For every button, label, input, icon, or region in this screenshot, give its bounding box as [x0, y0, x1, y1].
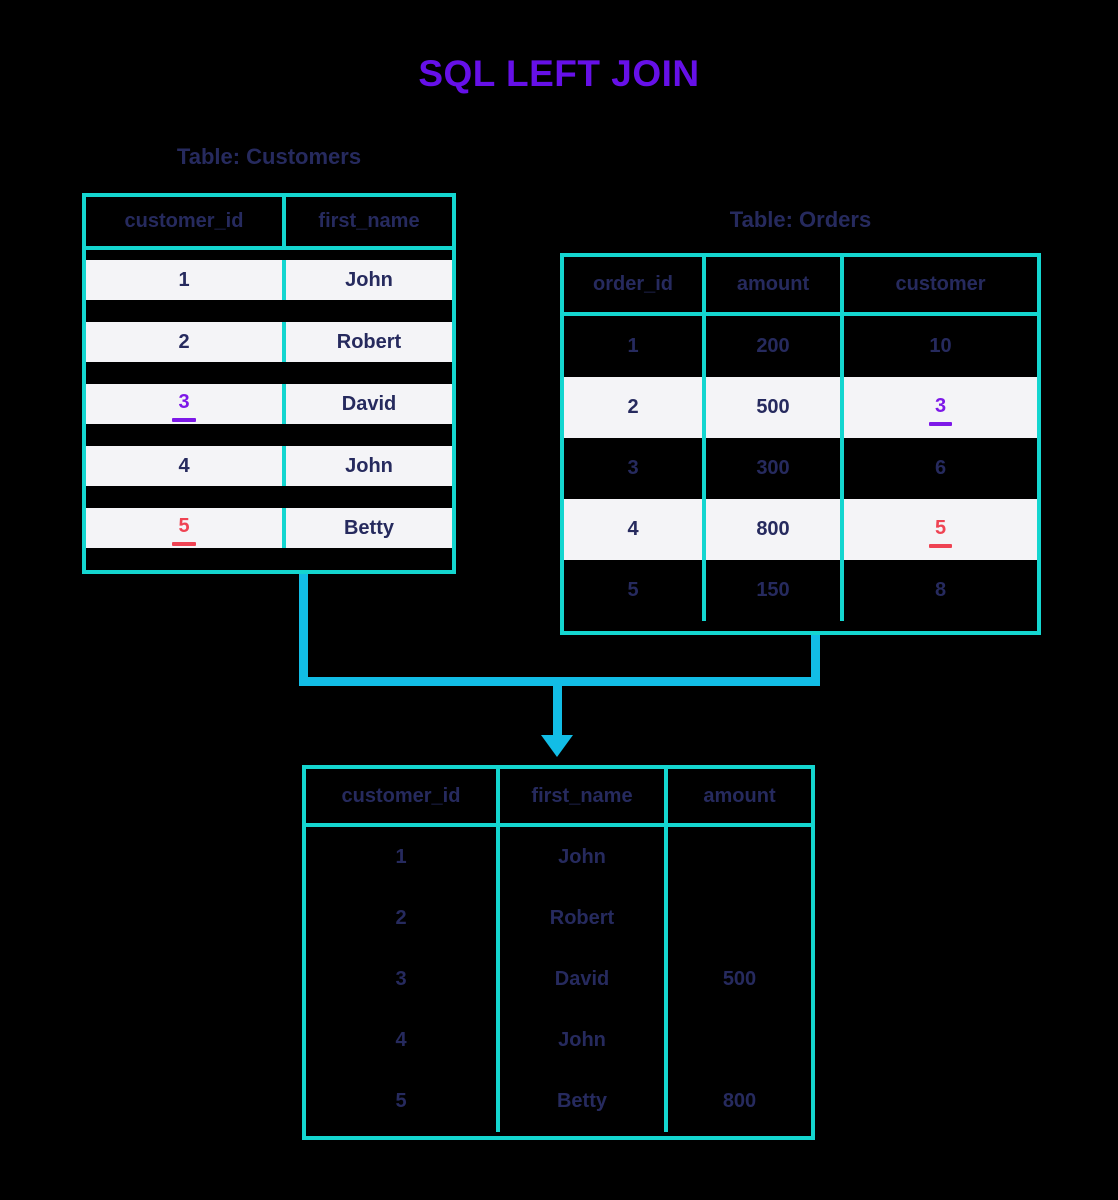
connector-line-customers-horizontal [299, 677, 561, 686]
result-table: customer_id first_name amount 1 John 2 R… [302, 765, 815, 1140]
orders-table: order_id amount customer 1 200 10 2 500 … [560, 253, 1041, 635]
table-header-row: customer_id first_name amount [306, 769, 811, 827]
cell-first-name: John [500, 1010, 668, 1071]
column-header-customer-id: customer_id [306, 769, 500, 823]
cell-customer-id: 5 [306, 1071, 500, 1132]
cell-amount: 800 [722, 1090, 757, 1112]
cell-customer: 5 [844, 499, 1037, 560]
column-header-amount: amount [703, 784, 776, 807]
cell-customer-id: 4 [86, 446, 286, 486]
orders-table-caption: Table: Orders [729, 207, 872, 232]
arrow-down-icon [541, 735, 573, 757]
cell-customer-id: 3 [306, 949, 500, 1010]
table-header-row: customer_id first_name [86, 197, 452, 250]
cell-order-id: 2 [564, 377, 706, 438]
cell-order-id: 5 [564, 560, 706, 621]
connector-line-orders-horizontal [553, 677, 820, 686]
cell-first-name: David [500, 949, 668, 1010]
table-row: 1 200 10 [564, 316, 1037, 377]
customers-table-body: 1 John 2 Robert 3 David 4 John 5 Betty [86, 250, 452, 570]
table-row: 2 Robert [86, 322, 452, 362]
cell-amount: 150 [706, 560, 844, 621]
cell-first-name: Robert [500, 888, 668, 949]
cell-customer: 6 [934, 457, 947, 479]
table-row: 4 800 5 [564, 499, 1037, 560]
column-header-customer: customer [895, 273, 986, 295]
cell-amount: 200 [706, 316, 844, 377]
cell-first-name: John [500, 827, 668, 888]
table-row: 2 500 3 [564, 377, 1037, 438]
highlighted-value: 3 [928, 395, 953, 426]
cell-customer: 3 [844, 377, 1037, 438]
cell-customer-id: 1 [86, 260, 286, 300]
table-row: 3 David 500 [306, 949, 811, 1010]
cell-order-id: 3 [564, 438, 706, 499]
cell-amount [668, 1010, 811, 1071]
column-header-first-name: first_name [500, 769, 668, 823]
cell-order-id: 1 [564, 316, 706, 377]
cell-first-name: Betty [286, 508, 452, 548]
cell-customer-id: 3 [86, 384, 286, 424]
highlighted-value: 3 [172, 391, 196, 422]
cell-amount: 300 [706, 438, 844, 499]
table-row: 3 David [86, 384, 452, 424]
table-row: 1 John [306, 827, 811, 888]
column-header-customer-id: customer_id [86, 197, 286, 246]
cell-first-name: Betty [500, 1071, 668, 1132]
cell-first-name: Robert [286, 322, 452, 362]
cell-customer-id: 5 [86, 508, 286, 548]
table-row: 5 Betty [86, 508, 452, 548]
cell-amount [668, 888, 811, 949]
connector-line-join-stem [553, 677, 562, 738]
table-row: 4 John [306, 1010, 811, 1071]
cell-customer: 8 [934, 579, 947, 601]
table-row: 5 150 8 [564, 560, 1037, 621]
column-header-order-id: order_id [564, 257, 706, 312]
table-row: 4 John [86, 446, 452, 486]
customers-table-caption: Table: Customers [176, 144, 362, 169]
cell-customer-id: 4 [306, 1010, 500, 1071]
cell-amount: 500 [722, 968, 757, 990]
table-row: 1 John [86, 260, 452, 300]
table-header-row: order_id amount customer [564, 257, 1037, 316]
connector-line-orders-vertical [811, 635, 820, 686]
cell-customer: 10 [929, 335, 952, 357]
cell-customer-id: 1 [306, 827, 500, 888]
highlighted-value: 5 [928, 517, 953, 548]
column-header-amount: amount [706, 257, 844, 312]
table-row: 3 300 6 [564, 438, 1037, 499]
cell-amount [668, 827, 811, 888]
cell-first-name: John [286, 446, 452, 486]
cell-customer-id: 2 [86, 322, 286, 362]
cell-amount: 800 [706, 499, 844, 560]
cell-customer-id: 2 [306, 888, 500, 949]
cell-first-name: John [286, 260, 452, 300]
cell-amount: 500 [706, 377, 844, 438]
column-header-first-name: first_name [318, 210, 420, 232]
cell-order-id: 4 [564, 499, 706, 560]
connector-line-customers-vertical [299, 574, 308, 686]
table-row: 2 Robert [306, 888, 811, 949]
cell-first-name: David [286, 384, 452, 424]
highlighted-value: 5 [172, 515, 196, 546]
customers-table: customer_id first_name 1 John 2 Robert 3… [82, 193, 456, 574]
page-title: SQL LEFT JOIN [418, 53, 700, 94]
table-row: 5 Betty 800 [306, 1071, 811, 1132]
